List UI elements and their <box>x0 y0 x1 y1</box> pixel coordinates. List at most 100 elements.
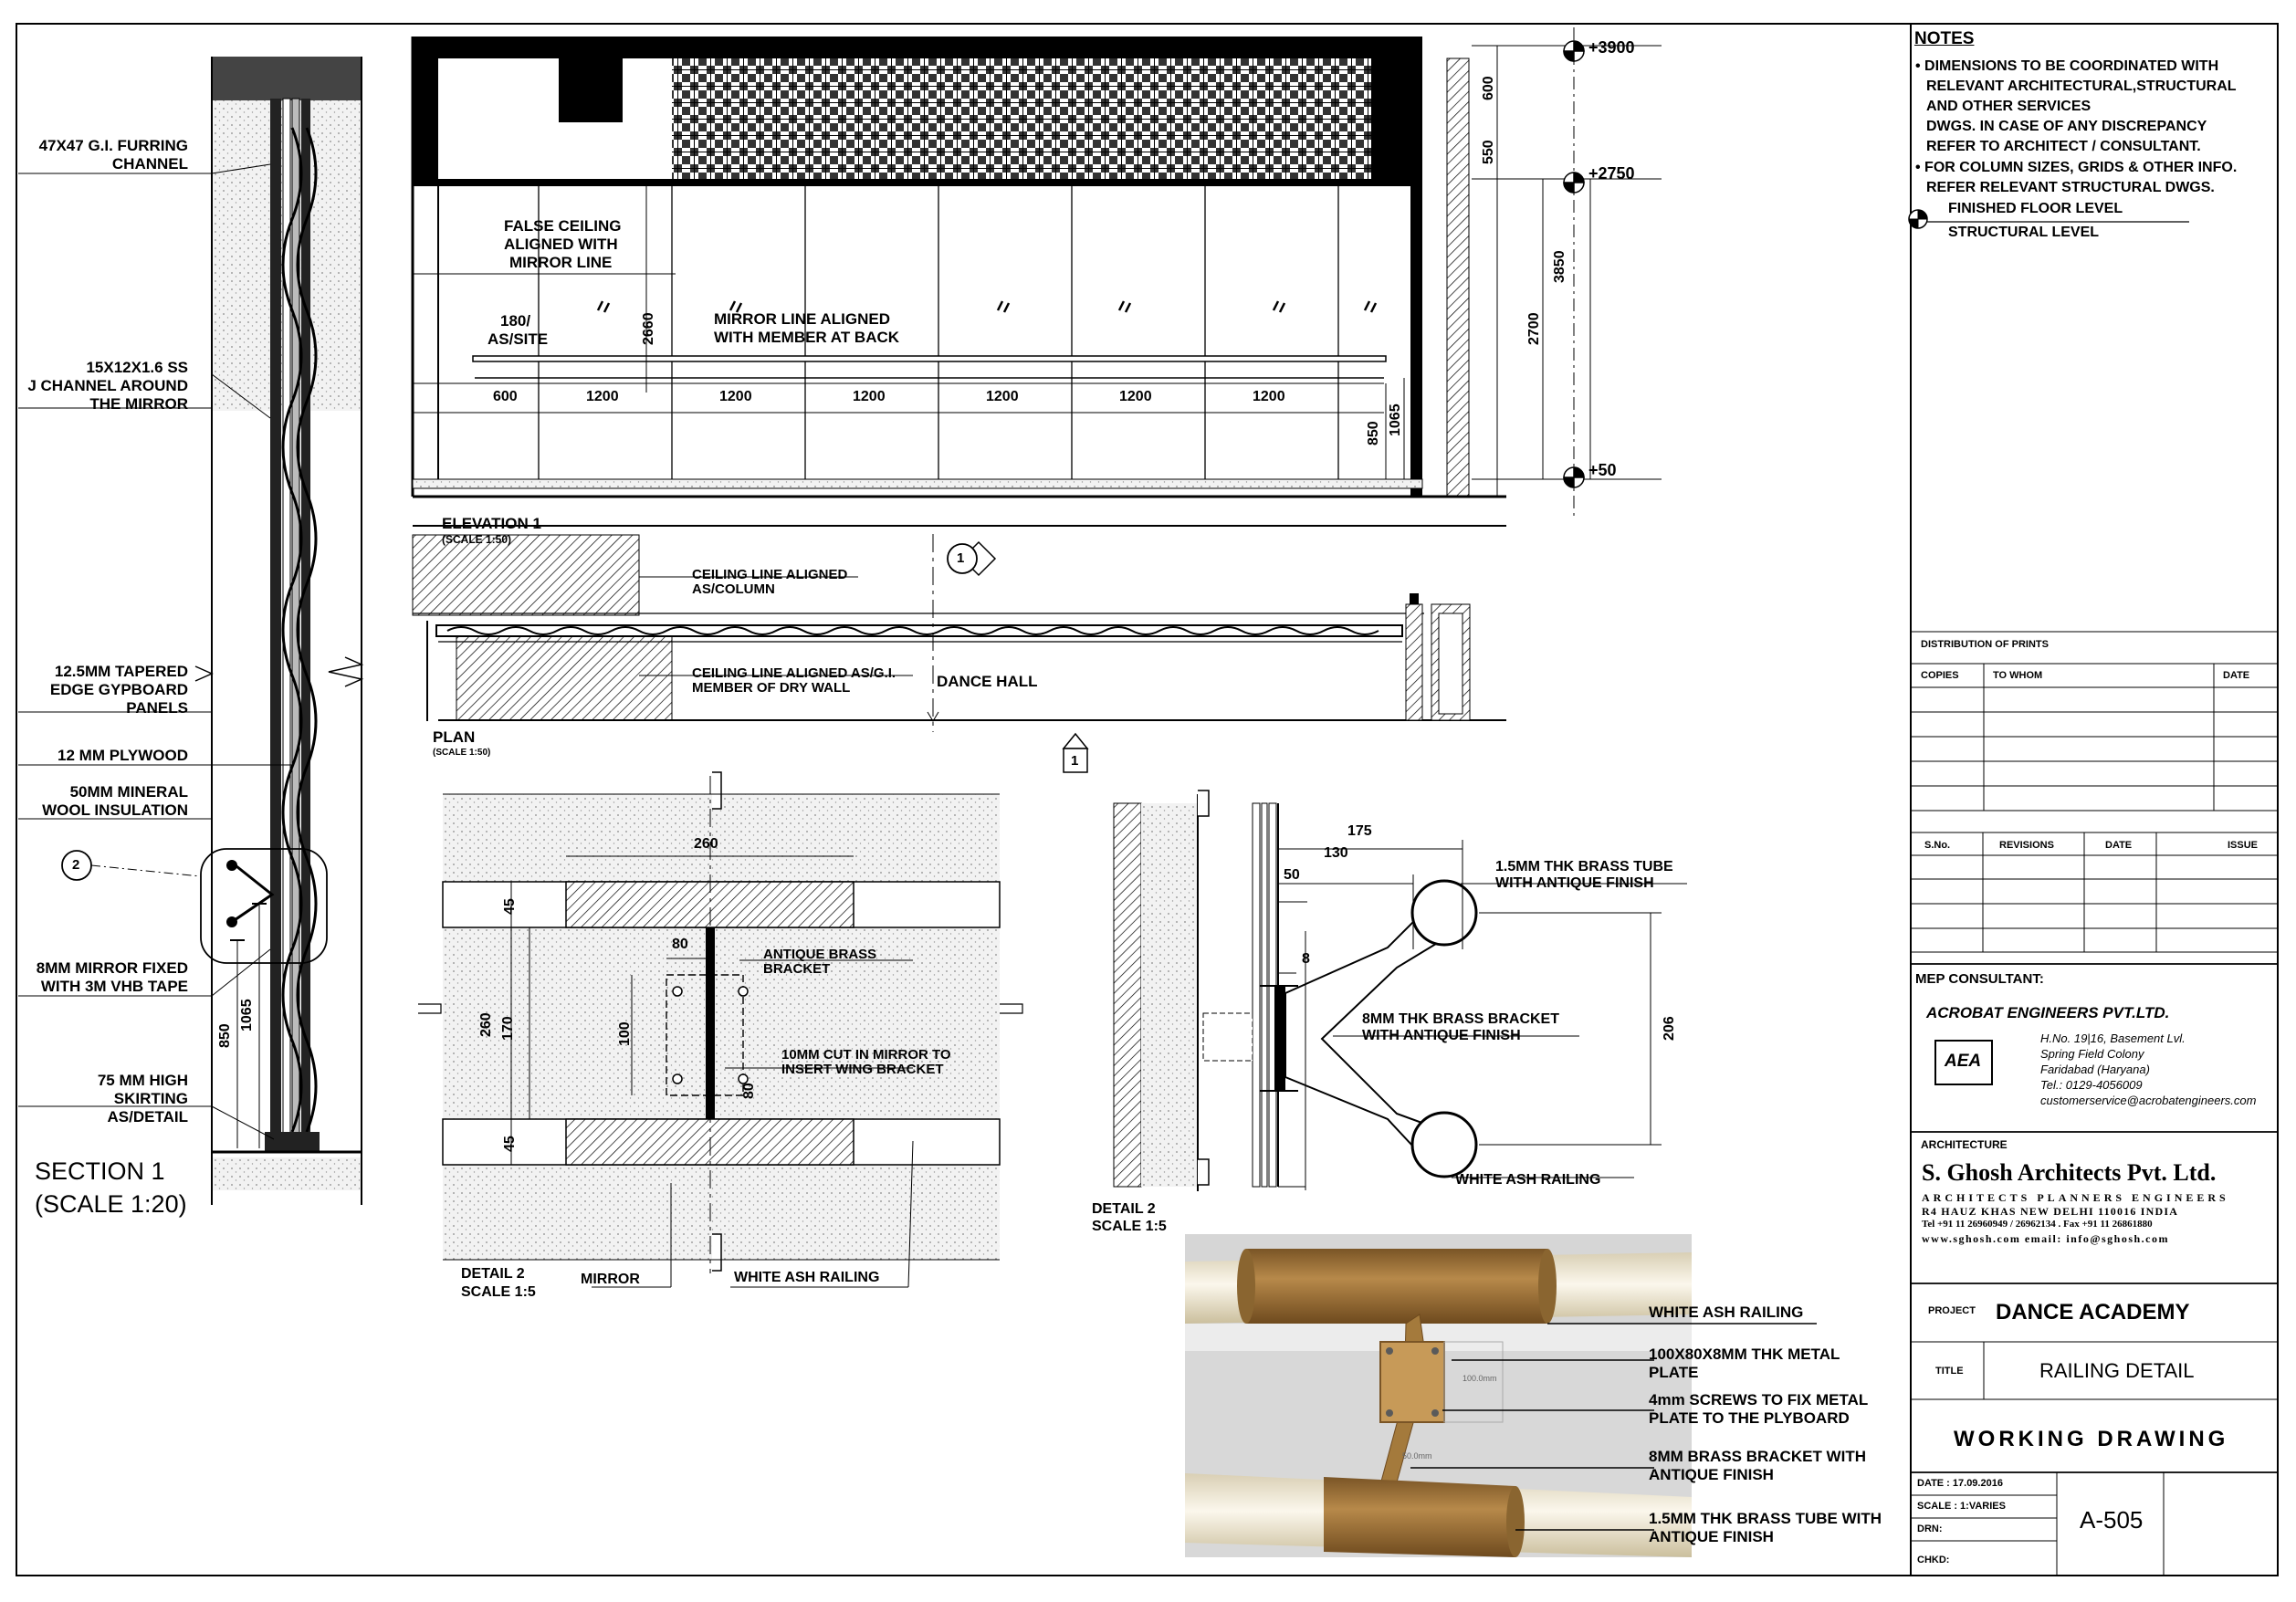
section-label: J CHANNEL AROUND <box>27 377 188 394</box>
mep-address-line: Faridabad (Haryana) <box>2040 1063 2150 1076</box>
plan-drawing <box>412 525 1506 773</box>
plan-room-name: DANCE HALL <box>937 673 1038 690</box>
section-1-drawing <box>18 57 364 1205</box>
section-marker-number: 2 <box>72 857 80 873</box>
elevation-dim: 3850 <box>1552 250 1567 283</box>
elevation-dim: 1200 <box>719 389 752 404</box>
section-label: EDGE GYPBOARD <box>49 681 188 698</box>
detail-side-dim: 50 <box>1284 867 1300 883</box>
meta-drn: DRN: <box>1917 1523 1943 1534</box>
detail-side-label: WITH ANTIQUE FINISH <box>1362 1028 1521 1043</box>
detail-side-dim: 175 <box>1347 823 1372 839</box>
section-label: THE MIRROR <box>89 395 188 413</box>
detail-front-dim: 100 <box>617 1021 633 1046</box>
revisions-col-issue: ISSUE <box>2228 840 2259 851</box>
elevation-label: MIRROR LINE <box>509 254 613 271</box>
render-label: ANTIQUE FINISH <box>1649 1466 1774 1483</box>
plan-label: CEILING LINE ALIGNED <box>692 567 848 582</box>
drawing-title: RAILING DETAIL <box>2039 1359 2195 1382</box>
section-label: SKIRTING <box>113 1090 188 1107</box>
render-label: PLATE <box>1649 1364 1699 1381</box>
detail-front-dim: 80 <box>672 937 688 952</box>
revisions-col-revisions: REVISIONS <box>1999 840 2054 851</box>
section-dim: 850 <box>217 1023 233 1048</box>
elevation-dim: 1200 <box>586 389 619 404</box>
detail-2-front-drawing <box>418 771 1023 1288</box>
architecture-heading: ARCHITECTURE <box>1921 1138 2008 1151</box>
section-label: 12 MM PLYWOOD <box>58 747 188 764</box>
plan-scale: (SCALE 1:50) <box>433 748 491 758</box>
detail-front-dim: 260 <box>478 1012 494 1037</box>
notes-text: DIMENSIONS TO BE COORDINATED WITH <box>1924 58 2219 74</box>
notes-item: REFER RELEVANT STRUCTURAL DWGS. <box>1926 180 2215 195</box>
project-label: PROJECT <box>1928 1305 1976 1316</box>
distribution-col-date: DATE <box>2223 670 2250 681</box>
elevation-dim: 1065 <box>1388 403 1403 436</box>
elevation-dim: 600 <box>493 389 518 404</box>
architecture-phone: Tel +91 11 26960949 / 26962134 . Fax +91… <box>1922 1219 2153 1230</box>
section-label: 75 MM HIGH <box>97 1072 188 1089</box>
render-dim-bracket: 50.0mm <box>1402 1451 1432 1461</box>
render-label: 1.5MM THK BRASS TUBE WITH <box>1649 1510 1882 1527</box>
elevation-marker-number: 1 <box>957 550 965 566</box>
mep-address-line: Tel.: 0129-4056009 <box>2040 1078 2143 1092</box>
detail-side-label: 8MM THK BRASS BRACKET <box>1362 1011 1559 1027</box>
elevation-label: MIRROR LINE ALIGNED <box>714 310 890 328</box>
mep-company: ACROBAT ENGINEERS PVT.LTD. <box>1926 1004 2170 1021</box>
notes-text: FOR COLUMN SIZES, GRIDS & OTHER INFO. <box>1924 160 2238 175</box>
legend-structural-level: STRUCTURAL LEVEL <box>1948 225 2100 240</box>
render-label: 4mm SCREWS TO FIX METAL <box>1649 1391 1869 1408</box>
elevation-dim: 1200 <box>1253 389 1285 404</box>
revisions-col-sno: S.No. <box>1924 840 1951 851</box>
detail-front-dim: 260 <box>694 836 718 852</box>
elevation-dim: 600 <box>1481 76 1496 100</box>
plan-title: PLAN <box>433 728 476 746</box>
elevation-1-drawing <box>411 27 1662 577</box>
section-dim: 1065 <box>239 999 255 1031</box>
notes-heading: NOTES <box>1914 29 1975 48</box>
plan-marker-number: 1 <box>1071 753 1079 769</box>
detail-front-label: BRACKET <box>763 961 831 977</box>
architecture-address: R4 HAUZ KHAS NEW DELHI 110016 INDIA <box>1922 1205 2179 1218</box>
distribution-heading: DISTRIBUTION OF PRINTS <box>1921 639 2049 650</box>
render-label: ANTIQUE FINISH <box>1649 1528 1774 1545</box>
notes-item: RELEVANT ARCHITECTURAL,STRUCTURAL <box>1926 79 2237 94</box>
sheet-number: A-505 <box>2080 1506 2144 1534</box>
detail-front-dim: 170 <box>500 1016 516 1041</box>
mep-address-line: Spring Field Colony <box>2040 1047 2144 1061</box>
section-label: WITH 3M VHB TAPE <box>40 978 188 995</box>
elevation-label: WITH MEMBER AT BACK <box>714 329 900 346</box>
elevation-scale: (SCALE 1:50) <box>442 533 512 546</box>
title-block-lines <box>1910 24 2278 1576</box>
elevation-dim: 2660 <box>641 312 656 345</box>
section-label: WOOL INSULATION <box>42 801 188 819</box>
detail-front-dim: 45 <box>502 1136 518 1152</box>
detail-front-label: INSERT WING BRACKET <box>781 1062 944 1077</box>
architecture-web: www.sghosh.com email: info@sghosh.com <box>1922 1232 2170 1245</box>
section-label: AS/DETAIL <box>107 1108 188 1126</box>
plan-label: AS/COLUMN <box>692 581 775 597</box>
detail-front-label: ANTIQUE BRASS <box>763 947 877 962</box>
detail-front-label: 10MM CUT IN MIRROR TO <box>781 1047 951 1063</box>
section-scale: (SCALE 1:20) <box>35 1190 187 1218</box>
meta-scale: SCALE : 1:VARIES <box>1917 1501 2006 1512</box>
section-label: 50MM MINERAL <box>69 783 188 801</box>
section-label: 12.5MM TAPERED <box>54 663 188 680</box>
detail-front-label: MIRROR <box>581 1272 640 1287</box>
project-name: DANCE ACADEMY <box>1996 1300 2190 1325</box>
detail-side-dim: 8 <box>1302 951 1310 967</box>
detail-side-scale: SCALE 1:5 <box>1092 1219 1167 1234</box>
revisions-col-date: DATE <box>2105 840 2133 851</box>
elevation-label: ALIGNED WITH <box>504 236 618 253</box>
detail-front-title: DETAIL 2 <box>461 1266 525 1282</box>
distribution-col-to-whom: TO WHOM <box>1993 670 2043 681</box>
render-label: PLATE TO THE PLYBOARD <box>1649 1409 1850 1427</box>
plan-label: MEMBER OF DRY WALL <box>692 680 851 696</box>
elevation-label: FALSE CEILING <box>504 217 622 235</box>
level-marker-2750: +2750 <box>1588 164 1635 183</box>
legend-finished-floor: FINISHED FLOOR LEVEL <box>1948 201 2123 216</box>
mep-heading: MEP CONSULTANT: <box>1915 971 2044 987</box>
elevation-dim: 850 <box>1366 421 1381 445</box>
notes-item: REFER TO ARCHITECT / CONSULTANT. <box>1926 139 2201 154</box>
section-label: 15X12X1.6 SS <box>86 359 188 376</box>
